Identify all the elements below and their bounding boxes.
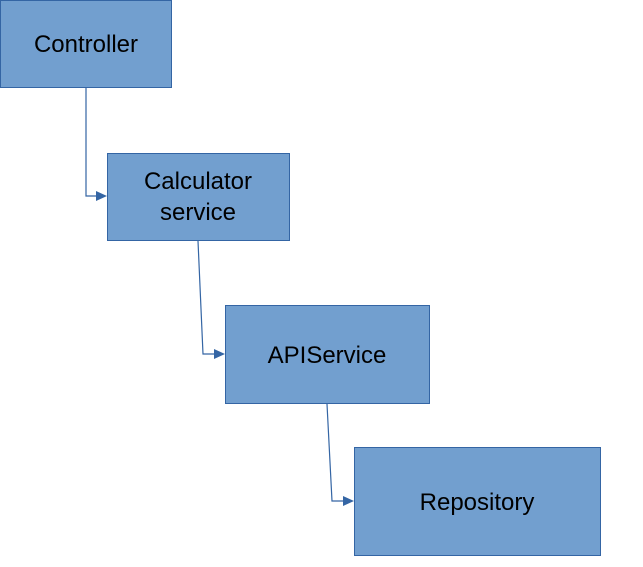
connector-apiservice-to-repository bbox=[326, 403, 354, 506]
connector-line bbox=[197, 240, 214, 355]
connector-controller-to-calculator bbox=[85, 88, 107, 201]
node-label: Controller bbox=[34, 31, 138, 58]
node-label-line-2: service bbox=[160, 199, 236, 226]
connector-line bbox=[326, 403, 343, 502]
arrowhead-icon bbox=[214, 349, 225, 359]
node-calculator-service: Calculator service bbox=[107, 153, 290, 241]
arrowhead-icon bbox=[96, 191, 107, 201]
connector-calculator-to-apiservice bbox=[197, 240, 225, 359]
node-box bbox=[354, 447, 601, 556]
node-repository: Repository bbox=[354, 447, 601, 556]
node-box bbox=[0, 0, 172, 88]
node-label: Repository bbox=[420, 489, 535, 516]
node-label-line-1: Calculator bbox=[144, 168, 252, 195]
node-box bbox=[225, 305, 430, 404]
node-box bbox=[107, 153, 290, 241]
node-controller: Controller bbox=[0, 0, 172, 88]
node-label: APIService bbox=[268, 342, 387, 369]
connector-line bbox=[85, 88, 96, 197]
node-apiservice: APIService bbox=[225, 305, 430, 404]
arrowhead-icon bbox=[343, 496, 354, 506]
